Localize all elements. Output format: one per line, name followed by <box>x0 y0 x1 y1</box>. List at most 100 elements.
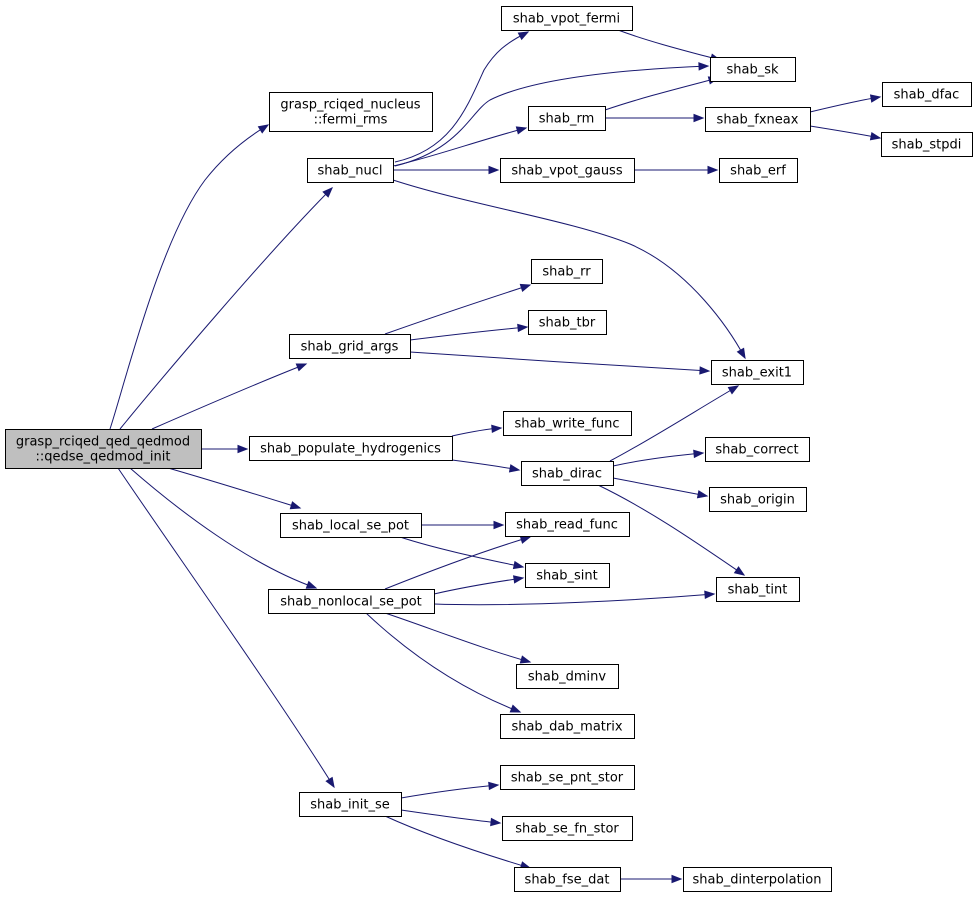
node-dab-matrix[interactable]: shab_dab_matrix <box>500 714 635 739</box>
arrow-head-icon <box>515 126 528 135</box>
node-box <box>683 867 832 892</box>
arrow-head-icon <box>671 874 683 884</box>
node-dinterpolation[interactable]: shab_dinterpolation <box>683 867 832 892</box>
node-box <box>716 577 800 602</box>
node-box <box>528 310 607 335</box>
arrow-head-icon <box>519 535 532 544</box>
node-grid-args[interactable]: shab_grid_args <box>289 334 411 359</box>
arrow-head-icon <box>512 575 525 584</box>
edge-init_se-to-se_fn_stor <box>400 809 502 827</box>
edge-line <box>119 187 333 430</box>
node-sint[interactable]: shab_sint <box>525 563 610 588</box>
edge-dirac-to-origin <box>612 477 709 499</box>
edge-line <box>809 125 881 139</box>
arrow-head-icon <box>519 655 532 664</box>
edge-line <box>400 784 499 799</box>
edge-root-to-init_se <box>117 467 335 789</box>
node-erf[interactable]: shab_erf <box>719 158 798 183</box>
node-tbr[interactable]: shab_tbr <box>528 310 607 335</box>
node-stpdi[interactable]: shab_stpdi <box>881 132 973 157</box>
node-label: shab_vpot_fermi <box>513 12 620 27</box>
node-sk[interactable]: shab_sk <box>710 57 796 82</box>
node-label: shab_dinterpolation <box>693 873 822 888</box>
node-label: shab_correct <box>715 443 798 458</box>
node-dminv[interactable]: shab_dminv <box>516 664 619 689</box>
edge-line <box>384 536 531 590</box>
arrow-head-icon <box>517 323 529 333</box>
edge-vpot_fermi-to-sk <box>617 29 722 62</box>
edge-root-to-populate <box>201 444 249 454</box>
arrow-head-icon <box>693 449 705 459</box>
edge-line <box>612 452 704 467</box>
node-se-fn-stor[interactable]: shab_se_fn_stor <box>502 816 633 841</box>
edge-local_se-to-read_func <box>421 520 505 530</box>
arrow-head-icon <box>289 501 302 510</box>
node-exit1[interactable]: shab_exit1 <box>711 360 804 385</box>
edge-rm-to-sk <box>604 76 720 111</box>
node-label: shab_tbr <box>539 316 596 331</box>
arrow-head-icon <box>727 385 740 395</box>
node-box <box>289 334 411 359</box>
node-box <box>525 563 610 588</box>
node-origin[interactable]: shab_origin <box>709 487 807 512</box>
node-label: shab_nonlocal_se_pot <box>280 595 422 610</box>
node-label: shab_init_se <box>310 798 390 813</box>
node-init-se[interactable]: shab_init_se <box>299 792 402 817</box>
node-label: shab_grid_args <box>301 340 399 355</box>
arrow-head-icon <box>237 444 249 454</box>
node-nucl[interactable]: shab_nucl <box>307 158 394 183</box>
node-fermi-rms[interactable]: grasp_rciqed_nucleus::fermi_rms <box>269 92 433 132</box>
arrow-head-icon <box>696 490 709 499</box>
node-label: shab_write_func <box>514 417 619 432</box>
arrow-head-icon <box>736 347 746 360</box>
node-vpot-fermi[interactable]: shab_vpot_fermi <box>501 6 633 31</box>
edge-dirac-to-exit1 <box>609 385 740 462</box>
node-dfac[interactable]: shab_dfac <box>882 82 972 107</box>
node-read-func[interactable]: shab_read_func <box>505 512 630 537</box>
node-label: shab_rm <box>539 112 595 127</box>
node-label: shab_populate_hydrogenics <box>260 442 441 457</box>
node-box <box>505 512 630 537</box>
node-label: shab_fxneax <box>717 113 799 128</box>
edge-fxneax-to-stpdi <box>809 125 882 141</box>
node-fxneax[interactable]: shab_fxneax <box>705 107 811 132</box>
edge-line <box>384 612 531 663</box>
node-vpot-gauss[interactable]: shab_vpot_gauss <box>500 158 635 183</box>
node-nonlocal-se[interactable]: shab_nonlocal_se_pot <box>268 589 435 614</box>
edge-line <box>409 326 528 341</box>
node-fse-dat[interactable]: shab_fse_dat <box>514 867 621 892</box>
edge-populate-to-dirac <box>451 459 521 473</box>
node-label: shab_nucl <box>318 164 383 179</box>
edge-line <box>392 179 746 359</box>
edge-line <box>612 477 708 497</box>
node-write-func[interactable]: shab_write_func <box>503 411 632 436</box>
node-label: shab_origin <box>720 493 795 508</box>
node-local-se[interactable]: shab_local_se_pot <box>280 513 422 538</box>
node-correct[interactable]: shab_correct <box>705 437 810 462</box>
edge-root-to-nucl <box>119 187 333 430</box>
node-label: shab_local_se_pot <box>292 519 409 534</box>
edge-line <box>451 459 520 471</box>
edge-nucl-to-sk <box>394 62 710 167</box>
node-label: shab_dab_matrix <box>511 720 622 735</box>
node-populate[interactable]: shab_populate_hydrogenics <box>249 436 453 461</box>
node-box <box>503 411 632 436</box>
arrow-head-icon <box>322 187 333 198</box>
node-box <box>705 437 810 462</box>
node-rm[interactable]: shab_rm <box>528 106 606 131</box>
node-label: ::qedse_qedmod_init <box>36 450 171 465</box>
node-label: shab_fse_dat <box>525 873 610 888</box>
node-rr[interactable]: shab_rr <box>531 259 603 284</box>
node-se-pnt-stor[interactable]: shab_se_pnt_stor <box>500 765 635 790</box>
node-dirac[interactable]: shab_dirac <box>521 461 614 486</box>
edge-grid_args-to-exit1 <box>409 351 711 375</box>
node-box <box>502 816 633 841</box>
edge-nucl-to-exit1 <box>392 179 746 360</box>
arrow-head-icon <box>490 817 502 827</box>
node-tint[interactable]: shab_tint <box>716 577 800 602</box>
arrow-head-icon <box>491 424 503 434</box>
edge-line <box>433 577 524 595</box>
node-root[interactable]: grasp_rciqed_qed_qedmod::qedse_qedmod_in… <box>5 429 202 469</box>
node-label: shab_dirac <box>532 467 602 482</box>
node-box <box>719 158 798 183</box>
